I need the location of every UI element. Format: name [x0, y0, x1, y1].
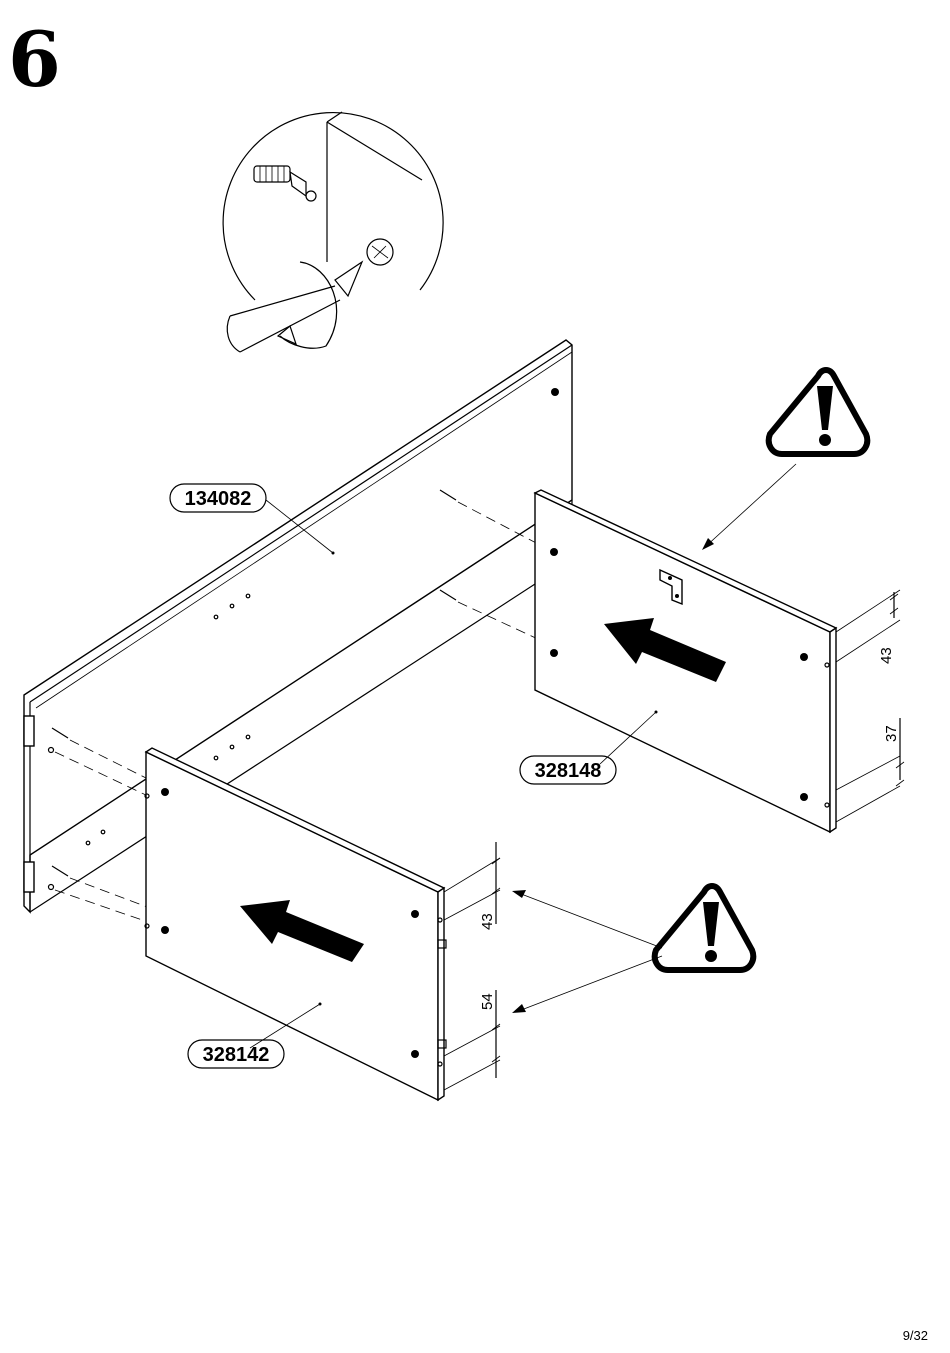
warning-triangle-icon [769, 370, 868, 454]
warning-triangle-icon [655, 886, 754, 970]
cam-lock-icon [367, 239, 393, 265]
label-328142: 328142 [188, 1040, 284, 1068]
page-number: 9/32 [903, 1328, 928, 1343]
label-328148: 328148 [520, 756, 616, 784]
part-number-back: 134082 [185, 488, 252, 510]
dimension-left: 43 54 [444, 842, 500, 1090]
detail-callout [223, 112, 443, 352]
dim-right-bottom: 37 [883, 725, 900, 742]
screwdriver-icon [227, 262, 362, 352]
dimension-right: 43 37 [836, 590, 904, 822]
part-number-right: 328148 [535, 760, 602, 782]
dim-left-top: 43 [479, 913, 496, 930]
dim-left-bottom: 54 [479, 993, 496, 1010]
dim-right-top: 43 [878, 647, 895, 664]
part-number-left: 328142 [203, 1044, 270, 1066]
label-134082: 134082 [170, 484, 266, 512]
dowel-icon [254, 166, 316, 201]
